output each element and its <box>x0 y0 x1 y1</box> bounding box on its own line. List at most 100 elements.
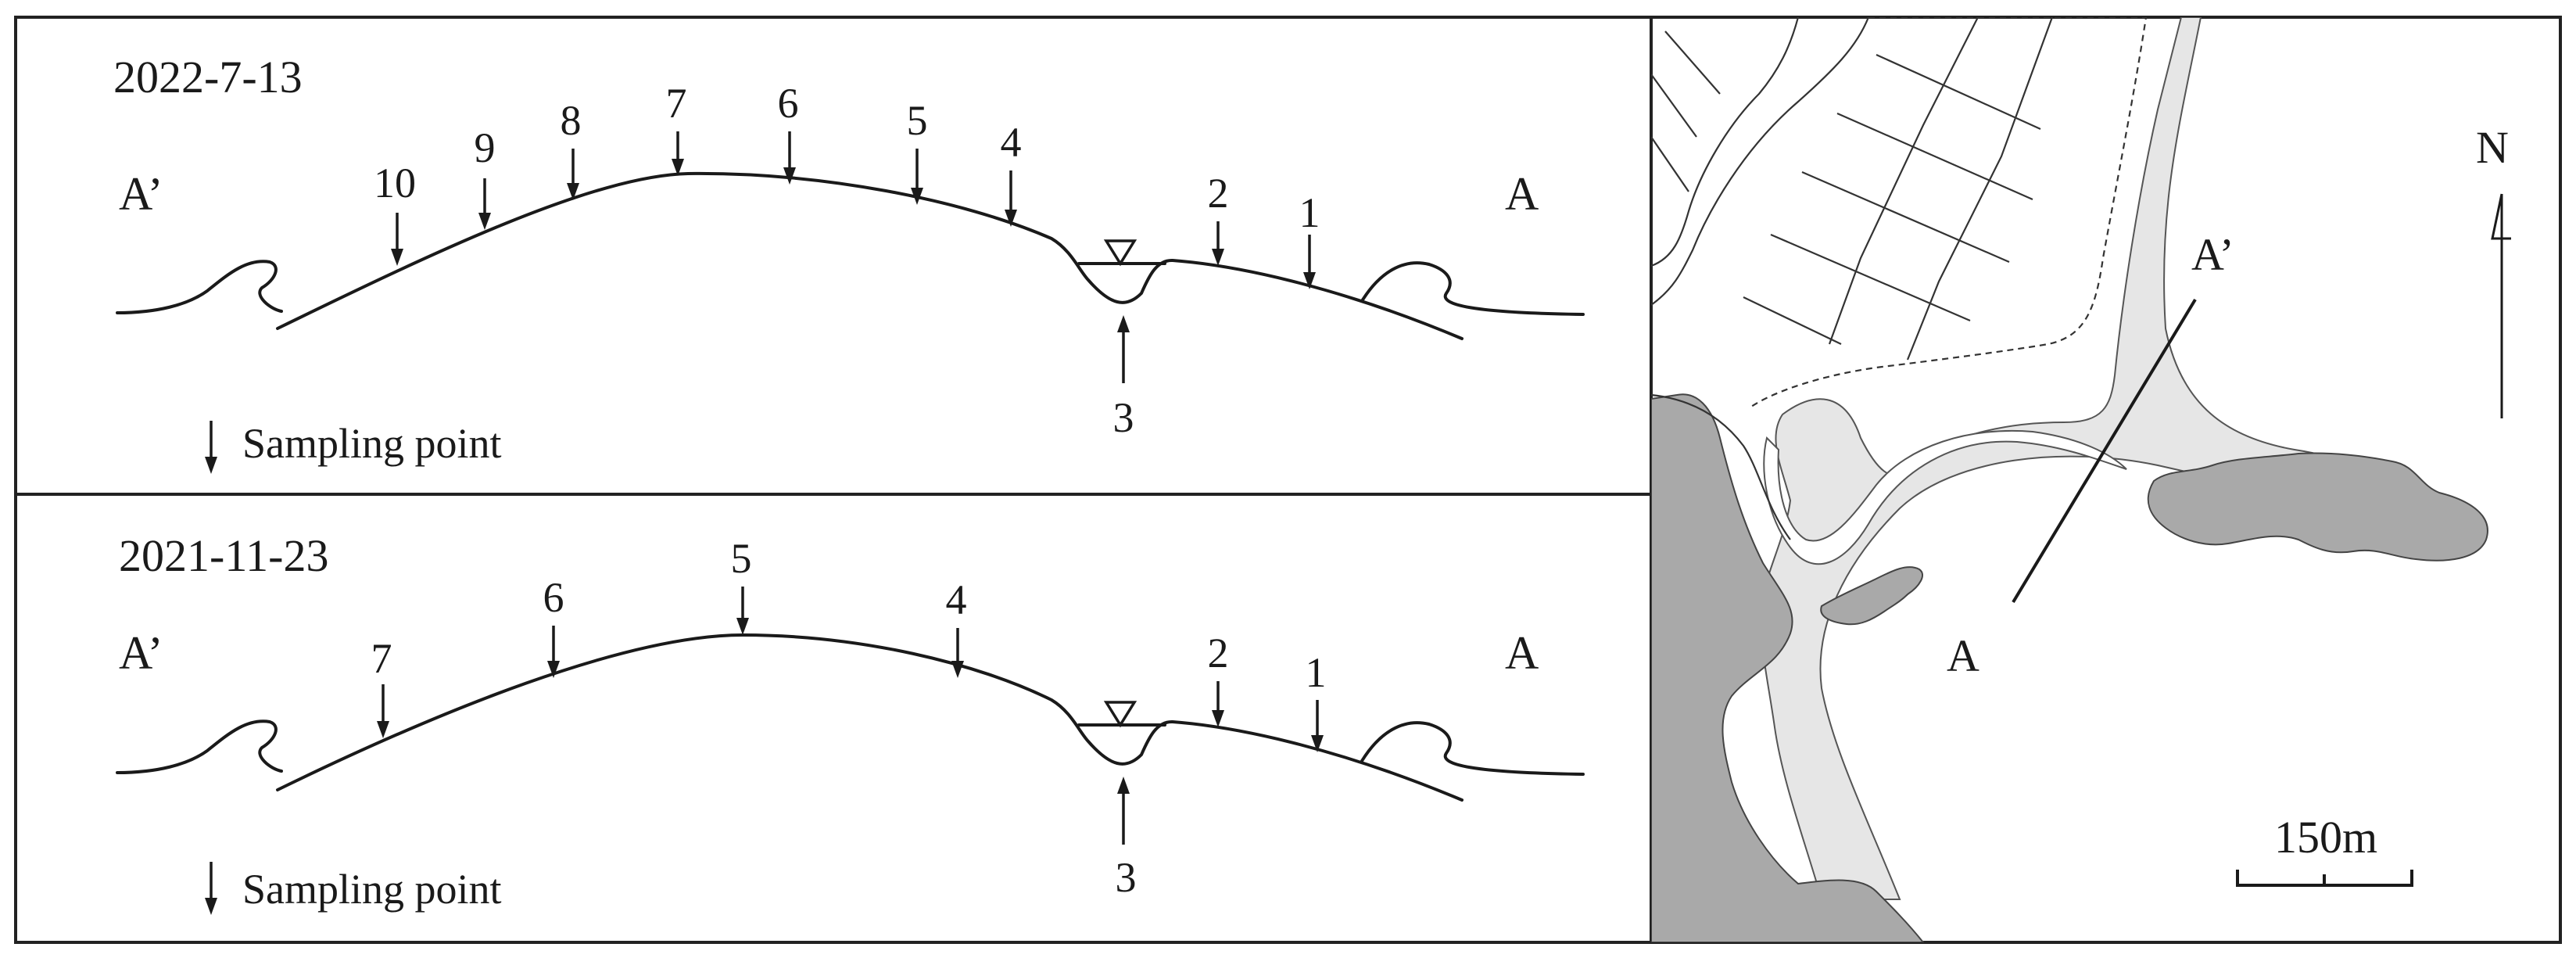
sampling-point: 2 <box>1208 170 1229 266</box>
up-arrow-icon <box>1117 315 1130 332</box>
sampling-point: 10 <box>374 160 416 266</box>
scale-label: 150m <box>2274 812 2377 863</box>
pond-line <box>1651 136 1689 192</box>
sampling-point: 9 <box>475 124 496 230</box>
beach-profile-curve <box>276 633 1464 802</box>
sampling-point-label: 7 <box>666 80 687 127</box>
sampling-point-label: 4 <box>1001 119 1022 166</box>
sampling-point: 3 <box>1116 777 1137 901</box>
scale-bar: 150m <box>2236 812 2413 887</box>
pond-line <box>1743 296 1842 345</box>
pond-line <box>1836 112 2033 201</box>
profile-right-label: A <box>1505 627 1539 679</box>
down-arrow-icon <box>377 721 389 738</box>
sampling-point: 4 <box>946 576 967 678</box>
pond-line <box>1801 170 2010 264</box>
embankment-curve <box>1651 17 1870 306</box>
sampling-points: 7 6 5 4 3 <box>371 535 1327 901</box>
sampling-point-label: 3 <box>1113 394 1134 441</box>
sampling-point: 6 <box>778 80 799 185</box>
pond-line <box>1664 30 1721 95</box>
rock-outcrop-east <box>2147 452 2488 562</box>
down-arrow-icon <box>1311 735 1324 752</box>
sampling-points: 10 9 8 7 6 <box>374 80 1320 441</box>
up-arrow-icon <box>1117 777 1130 794</box>
tidal-channel <box>1763 429 2127 565</box>
pond-grid <box>1651 17 2054 361</box>
sampling-point: 4 <box>1001 119 1022 227</box>
sampling-point-label: 5 <box>731 535 752 582</box>
sampling-point-label: 1 <box>1299 189 1320 236</box>
pond-line <box>1828 17 1979 345</box>
sampling-point-label: 6 <box>778 80 799 127</box>
down-arrow-icon <box>205 898 217 915</box>
legend: Sampling point <box>205 420 502 474</box>
sampling-point-label: 10 <box>374 160 416 206</box>
section-line <box>2012 298 2197 604</box>
sampling-point: 7 <box>666 80 687 176</box>
north-label: N <box>2476 122 2509 173</box>
pond-line <box>1770 233 1971 322</box>
sampling-point-label: 2 <box>1208 630 1229 676</box>
sampling-point-label: 7 <box>371 635 392 682</box>
profile-date: 2022-7-13 <box>113 52 303 102</box>
legend: Sampling point <box>205 862 502 915</box>
road-curve <box>1651 17 1800 267</box>
down-arrow-icon <box>547 661 560 678</box>
north-arrow-icon: N <box>2476 122 2511 418</box>
section-end-label: A <box>1947 630 1979 681</box>
sampling-point: 2 <box>1208 630 1229 727</box>
sampling-point-label: 5 <box>907 97 928 144</box>
sampling-point: 3 <box>1113 315 1134 441</box>
sampling-point-label: 3 <box>1116 854 1137 901</box>
sampling-point-label: 8 <box>561 97 582 144</box>
down-arrow-icon <box>1005 210 1017 227</box>
sampling-point: 7 <box>371 635 392 738</box>
down-arrow-icon <box>783 167 796 185</box>
profile-panel-2021: 2021-11-23 A’ A 7 6 5 4 <box>116 530 1585 915</box>
reclamation-boundary <box>1750 17 2148 407</box>
left-wave-curve <box>116 719 283 774</box>
sampling-point: 8 <box>561 97 582 200</box>
pond-line <box>1906 17 2054 361</box>
down-arrow-icon <box>1303 272 1316 289</box>
sampling-point: 5 <box>731 535 752 635</box>
profile-date: 2021-11-23 <box>119 530 328 581</box>
rock-islet-small <box>1820 566 1923 626</box>
down-arrow-icon <box>736 618 749 635</box>
down-arrow-icon <box>911 188 923 205</box>
profile-left-label: A’ <box>119 627 163 679</box>
sampling-point-label: 4 <box>946 576 967 623</box>
down-arrow-icon <box>205 457 217 474</box>
sampling-point-label: 1 <box>1306 649 1327 696</box>
down-arrow-icon <box>1212 710 1224 727</box>
down-arrow-icon <box>672 159 684 176</box>
outer-frame <box>14 16 2562 944</box>
beach-profile-curve <box>276 171 1464 340</box>
pond-line <box>1876 53 2041 131</box>
down-arrow-icon <box>478 213 491 230</box>
sampling-point: 6 <box>543 574 564 678</box>
down-arrow-icon <box>567 183 579 200</box>
sampling-point: 1 <box>1306 649 1327 752</box>
profile-right-label: A <box>1505 168 1539 220</box>
sampling-point-label: 9 <box>475 124 496 171</box>
sampling-point-label: 6 <box>543 574 564 621</box>
pond-line <box>1651 74 1697 138</box>
down-arrow-icon <box>951 661 964 678</box>
rock-outcrop-west <box>1651 393 1925 942</box>
legend-text: Sampling point <box>242 420 502 467</box>
water-level-marker <box>1103 239 1138 267</box>
sampling-point: 1 <box>1299 189 1320 289</box>
coastline-curve <box>1651 393 1791 540</box>
right-wave-curve <box>1360 261 1585 316</box>
section-start-label: A’ <box>2191 229 2234 280</box>
legend-text: Sampling point <box>242 866 502 913</box>
sampling-point-label: 2 <box>1208 170 1229 217</box>
left-wave-curve <box>116 260 283 314</box>
down-arrow-icon <box>1212 249 1224 266</box>
down-arrow-icon <box>391 249 403 266</box>
north-arrow-head <box>2491 193 2511 240</box>
right-wave-curve <box>1360 721 1585 776</box>
